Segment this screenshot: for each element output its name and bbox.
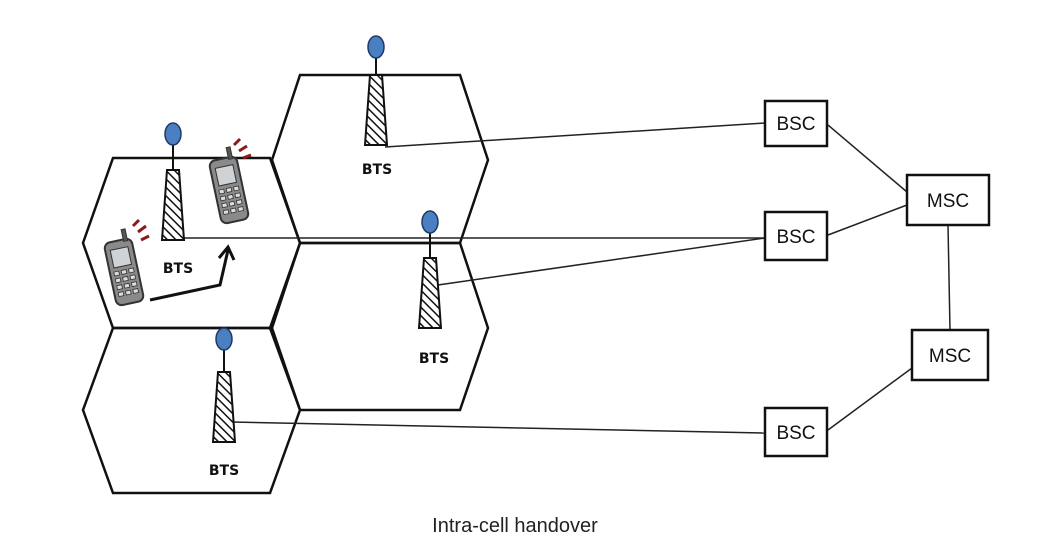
signal-icon-origin [131,218,150,242]
link-bts3-bsc2 [437,237,766,286]
antenna-icon [164,122,182,146]
msc-label: MSC [927,191,969,212]
bts-left: BTS [161,122,193,277]
phone-icon-origin [100,227,146,308]
bts-top: BTS [362,35,392,178]
bts-label: BTS [209,463,239,479]
link-bsc1-msc1 [827,124,908,193]
bts-label: BTS [362,162,392,178]
link-msc1-msc2 [947,224,951,331]
msc-box-2: MSC [910,328,990,382]
bts-label: BTS [163,261,193,277]
bsc-box-3: BSC [763,406,829,458]
signal-icon-destination [232,137,252,160]
bsc-label: BSC [776,114,815,135]
handover-arrow-icon [149,244,236,302]
link-bsc3-msc2 [827,367,913,431]
antenna-icon [421,210,439,234]
cell-mid-right [270,241,490,412]
cell-bottom-left [81,326,302,495]
bsc-box-2: BSC [763,210,829,262]
figure-caption: Intra-cell handover [432,515,598,537]
bts-label: BTS [419,351,449,367]
link-bts4-bsc3 [231,421,766,434]
bts-bottom: BTS [209,327,239,479]
bsc-label: BSC [776,423,815,444]
link-bsc2-msc1 [827,204,908,236]
bsc-label: BSC [776,227,815,248]
msc-label: MSC [929,346,971,367]
msc-box-1: MSC [905,173,991,227]
antenna-icon [367,35,385,59]
link-bts1-bsc1 [384,122,766,148]
bts-mid: BTS [418,210,449,367]
bsc-box-1: BSC [763,99,829,148]
antenna-icon [215,327,233,351]
